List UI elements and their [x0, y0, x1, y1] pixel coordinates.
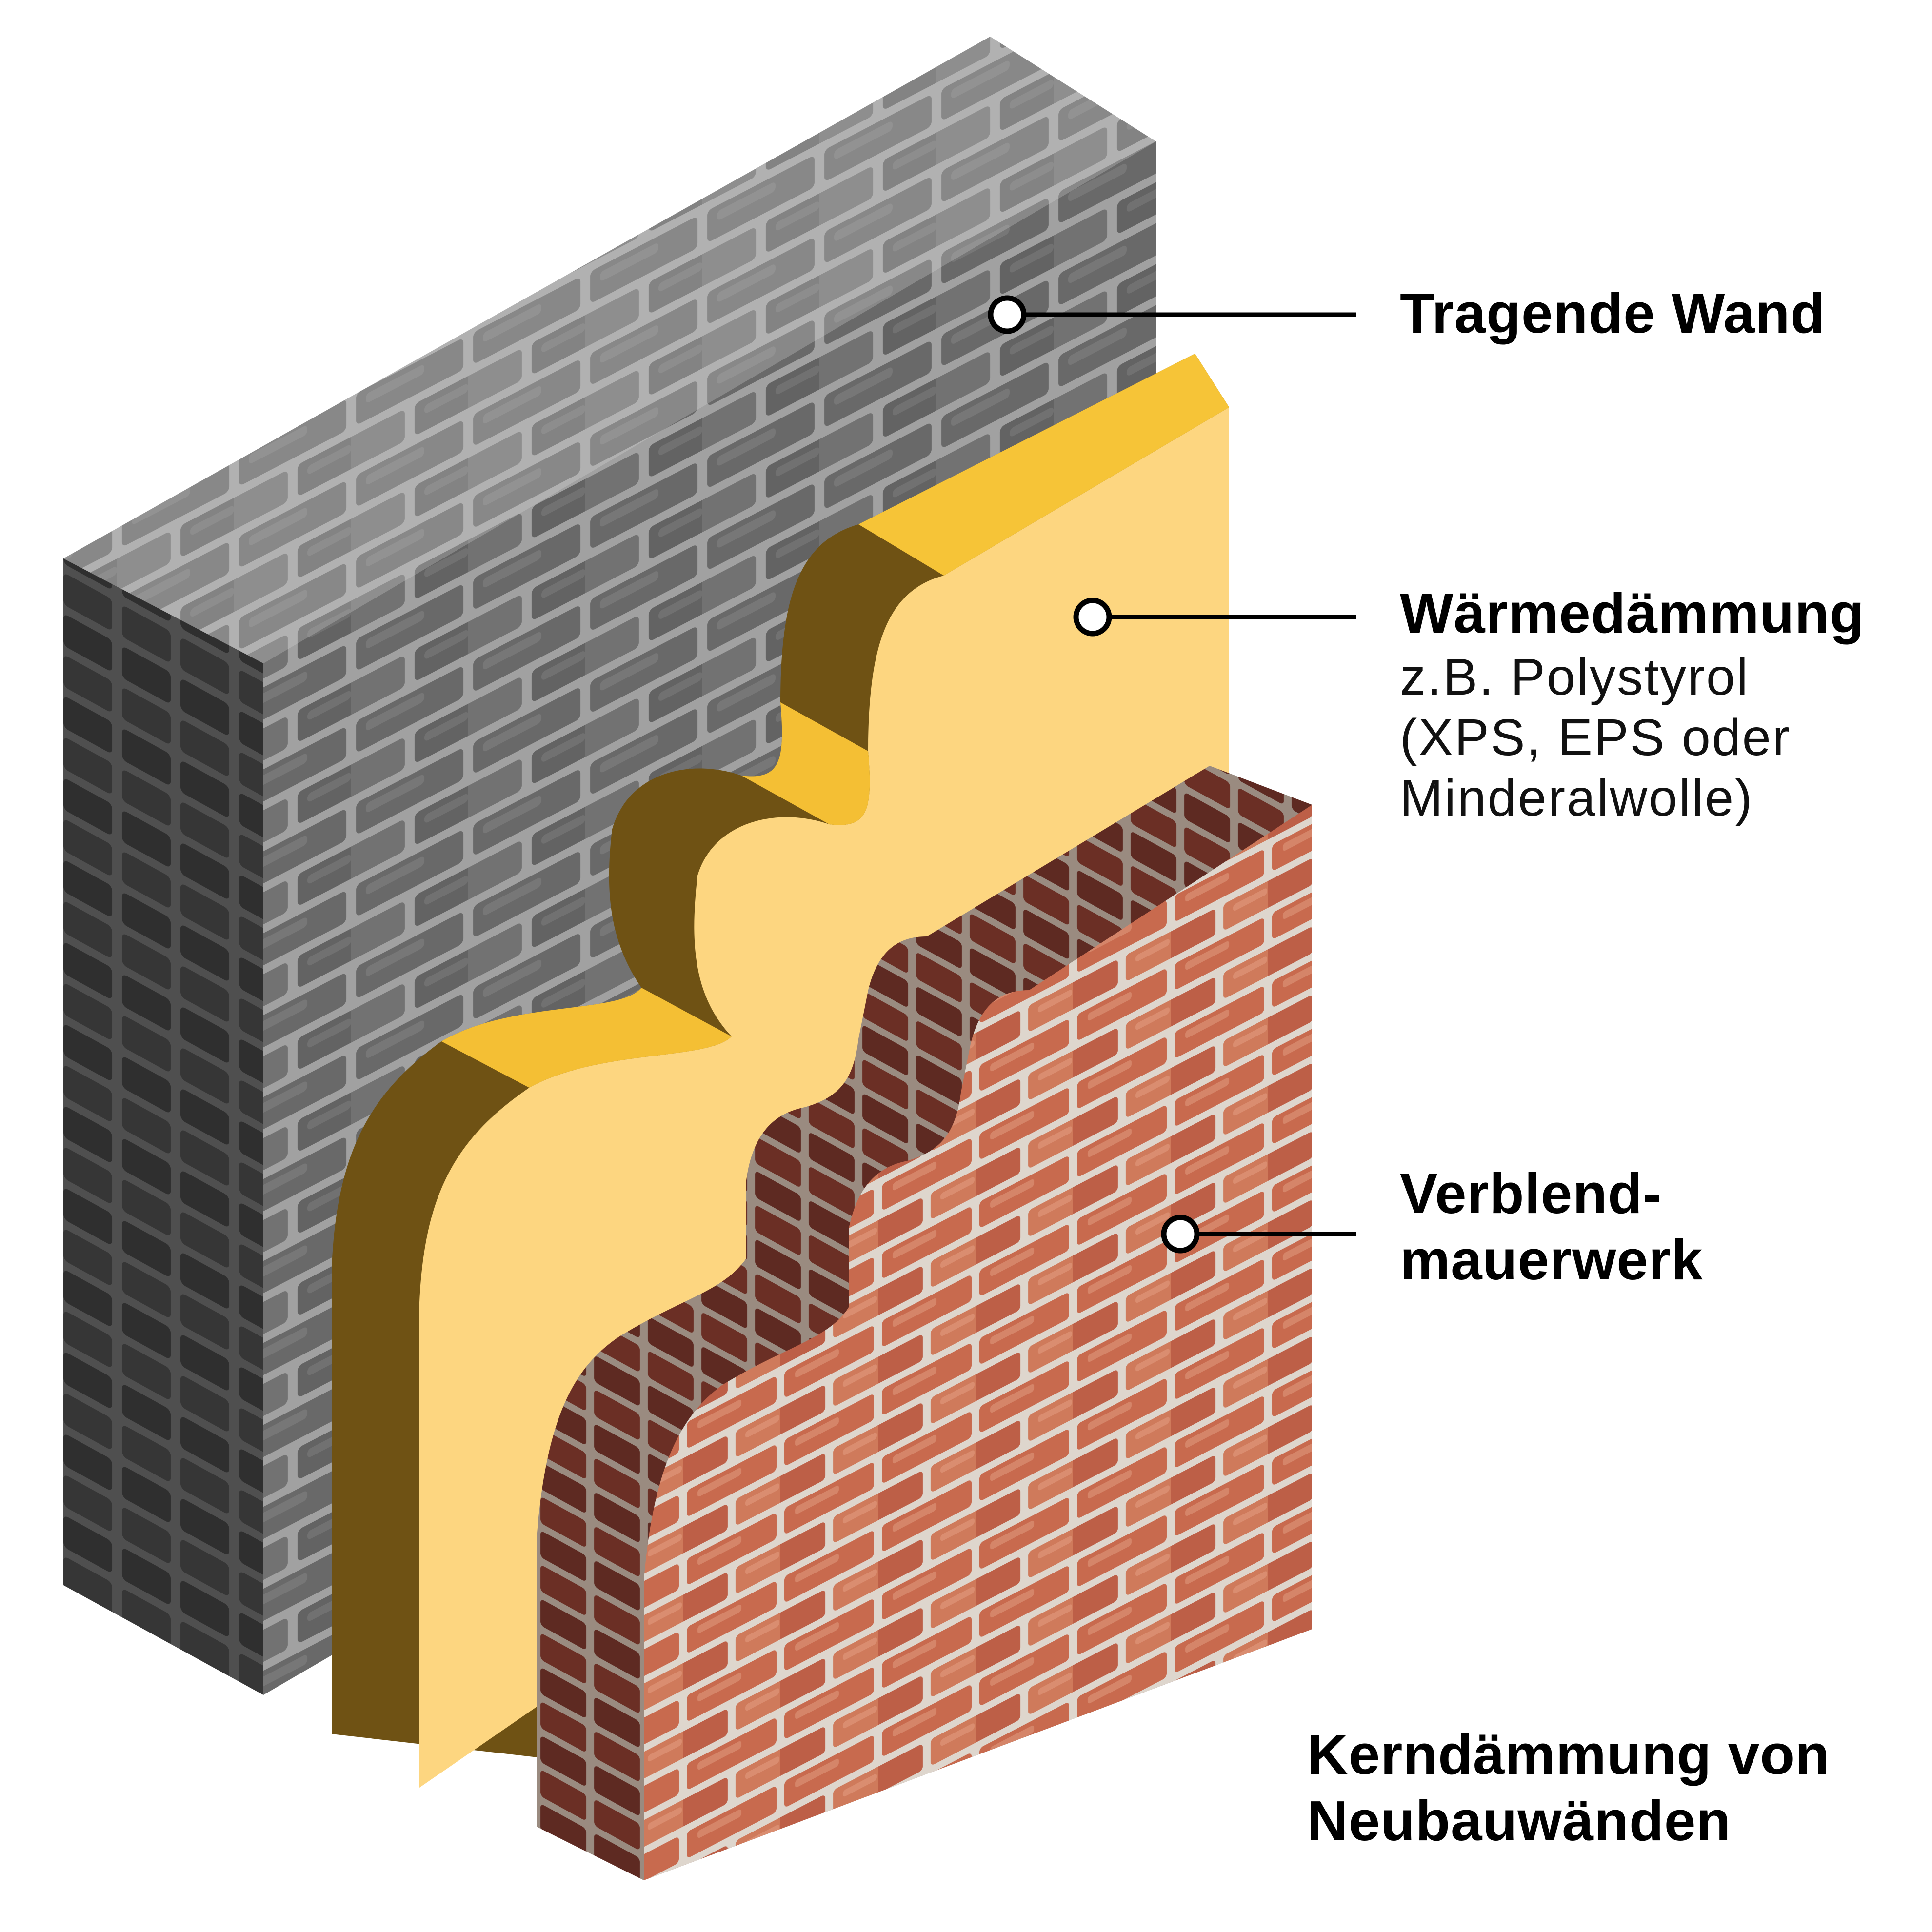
- label-facing-line-1: Verblend-: [1400, 1162, 1662, 1225]
- marker-wall: [988, 295, 1027, 334]
- label-load-bearing-wall: Tragende Wand: [1400, 280, 1825, 347]
- insulation-edge-highlight: [441, 988, 732, 1088]
- facing-masonry-front-face: [644, 805, 1312, 1880]
- label-insulation-title: Wärmedämmung: [1400, 581, 1865, 645]
- caption-line-1: Kerndämmung von: [1307, 1723, 1830, 1786]
- facing-masonry: [537, 766, 1312, 1880]
- marker-facing: [1161, 1215, 1200, 1254]
- label-insulation-detail-2: (XPS, EPS oder: [1400, 708, 1792, 766]
- marker-insulation: [1073, 598, 1112, 637]
- label-insulation-detail-3: Minderalwolle): [1400, 769, 1754, 827]
- label-facing-line-2: mauerwerk: [1400, 1228, 1703, 1292]
- label-facing-masonry: Verblend- mauerwerk: [1400, 1161, 1703, 1293]
- diagram-caption: Kerndämmung von Neubauwänden: [1307, 1722, 1830, 1854]
- label-wall-title: Tragende Wand: [1400, 281, 1826, 345]
- inner-wall-top-texture: [63, 37, 1156, 663]
- label-insulation-detail-1: z.B. Polystyrol: [1400, 648, 1750, 706]
- caption-line-2: Neubauwänden: [1307, 1789, 1732, 1852]
- callout-leaders: [988, 295, 1356, 1254]
- inner-wall-side-face: [63, 558, 263, 1695]
- label-insulation: Wärmedämmung z.B. Polystyrol (XPS, EPS o…: [1400, 580, 1865, 828]
